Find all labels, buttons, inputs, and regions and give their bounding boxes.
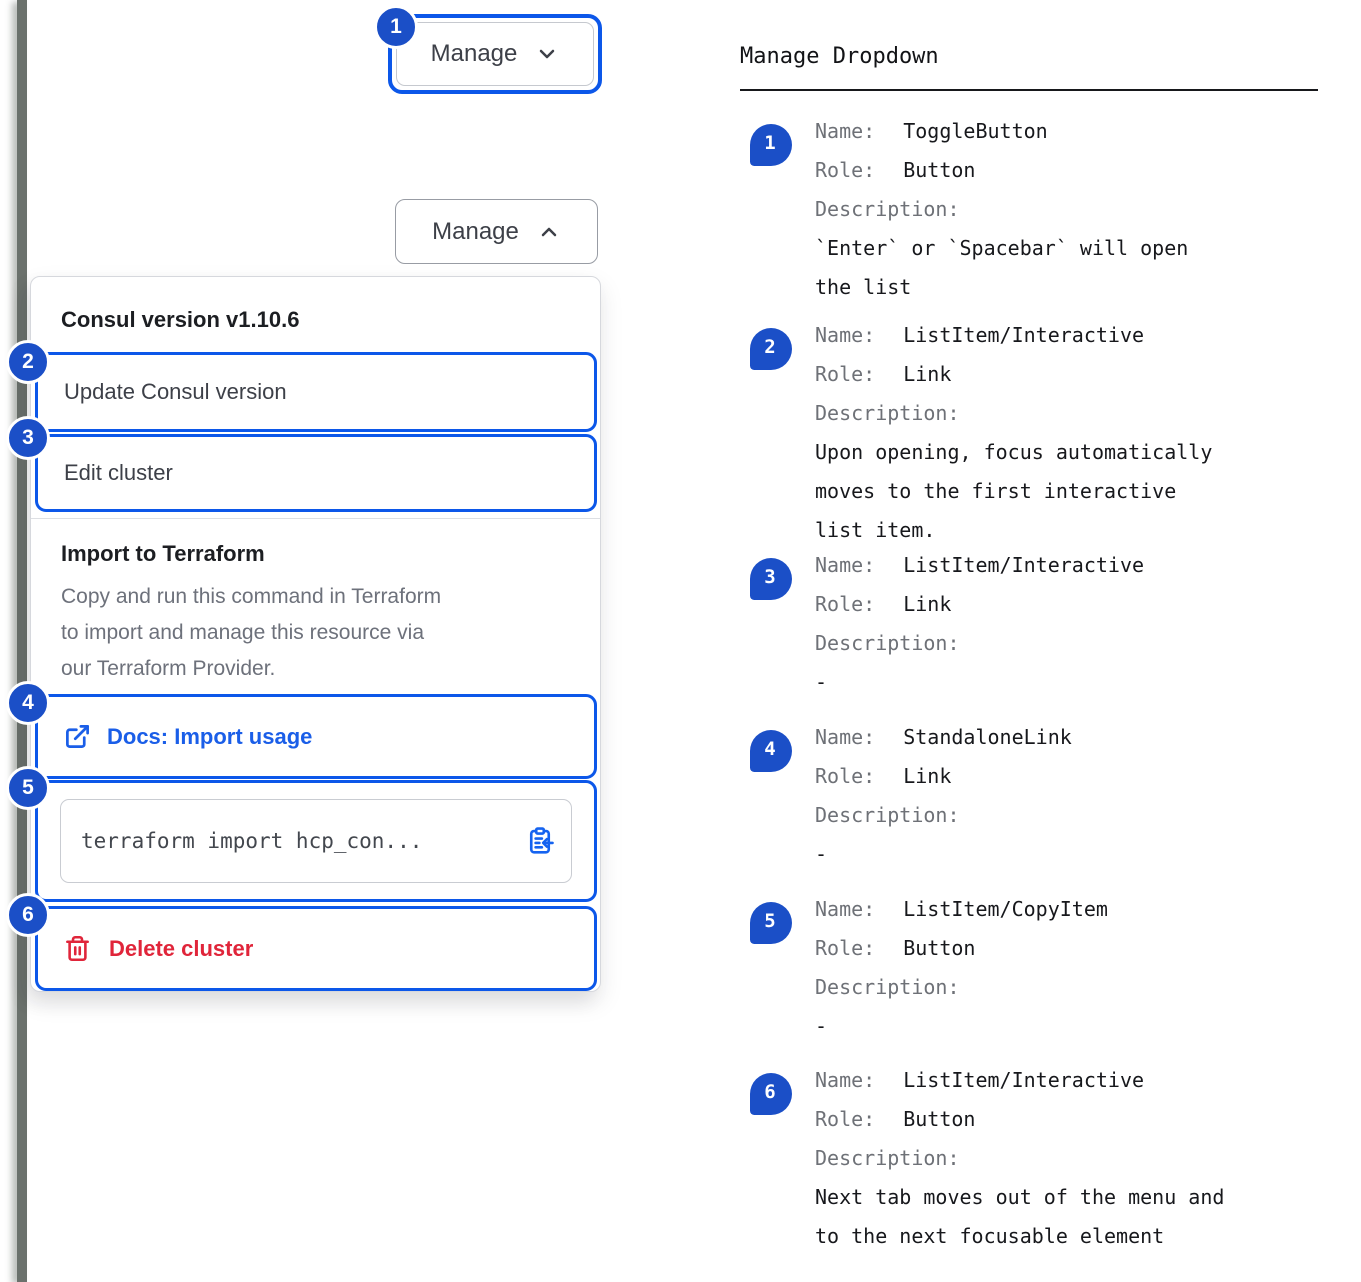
update-consul-version-label: Update Consul version bbox=[64, 379, 287, 404]
name-label: Name: bbox=[815, 119, 876, 143]
name-value: ToggleButton bbox=[903, 119, 1048, 143]
marker-badge-1: 1 bbox=[374, 5, 418, 49]
import-to-terraform-description: Copy and run this command in Terraform t… bbox=[61, 585, 442, 680]
annotation-item-3: 3 Name: ListItem/Interactive Role: Link De… bbox=[750, 546, 1144, 702]
name-value: ListItem/CopyItem bbox=[903, 897, 1108, 921]
delete-cluster-label: Delete cluster bbox=[109, 935, 254, 961]
menu-divider bbox=[31, 518, 600, 519]
menu-item-copy-command: terraform import hcp_con... bbox=[35, 780, 597, 902]
manage-dropdown-panel: Consul version v1.10.6 Update Consul ver… bbox=[30, 276, 601, 992]
name-value: ListItem/Interactive bbox=[903, 553, 1145, 577]
description-label: Description: bbox=[815, 803, 960, 827]
description-value: `Enter` or `Spacebar` will open the list bbox=[815, 236, 1189, 299]
consul-version-header: Consul version v1.10.6 bbox=[61, 307, 300, 332]
annotation-pin-badge-4: 4 bbox=[750, 730, 792, 772]
role-value: Link bbox=[903, 764, 952, 788]
marker-badge-2: 2 bbox=[6, 340, 50, 384]
marker-badge-6: 6 bbox=[6, 893, 50, 937]
role-label: Role: bbox=[815, 158, 876, 182]
menu-item-docs-import-usage[interactable]: Docs: Import usage bbox=[35, 694, 597, 779]
import-to-terraform-title: Import to Terraform bbox=[61, 541, 265, 566]
terraform-command-field[interactable]: terraform import hcp_con... bbox=[60, 799, 572, 883]
manage-button-focus-ring: Manage bbox=[388, 14, 602, 94]
annotation-item-6: 6 Name:ListItem/Interactive Role:Button … bbox=[750, 1061, 1224, 1256]
marker-badge-3: 3 bbox=[6, 416, 50, 460]
edit-cluster-label: Edit cluster bbox=[64, 460, 173, 485]
role-label: Role: bbox=[815, 362, 876, 386]
manage-toggle-button-open[interactable]: Manage bbox=[395, 199, 598, 264]
role-label: Role: bbox=[815, 764, 876, 788]
menu-item-delete-cluster[interactable]: Delete cluster bbox=[35, 906, 597, 991]
menu-item-edit-cluster[interactable]: Edit cluster bbox=[35, 434, 597, 512]
chevron-up-icon bbox=[541, 227, 557, 236]
name-label: Name: bbox=[815, 725, 876, 749]
docs-import-usage-link[interactable]: Docs: Import usage bbox=[64, 723, 312, 750]
role-label: Role: bbox=[815, 936, 876, 960]
role-label: Role: bbox=[815, 592, 876, 616]
annotation-item-5: 5 Name: ListItem/CopyItem Role: Button Des… bbox=[750, 890, 1108, 1046]
name-label: Name: bbox=[815, 1068, 876, 1092]
external-link-icon bbox=[66, 725, 89, 748]
manage-button-open-label: Manage bbox=[432, 217, 519, 245]
name-label: Name: bbox=[815, 323, 876, 347]
role-label: Role: bbox=[815, 1107, 876, 1131]
name-value: ListItem/Interactive bbox=[903, 323, 1145, 347]
description-value: - bbox=[815, 1014, 828, 1038]
annotation-pin-badge-5: 5 bbox=[750, 902, 792, 944]
name-label: Name: bbox=[815, 897, 876, 921]
name-value: StandaloneLink bbox=[903, 725, 1072, 749]
role-value: Link bbox=[903, 592, 952, 616]
marker-badge-5: 5 bbox=[6, 766, 50, 810]
description-label: Description: bbox=[815, 197, 960, 221]
annotation-item-4: 4 Name: StandaloneLink Role: Link Descript… bbox=[750, 718, 1072, 874]
description-value: Upon opening, focus automatically moves … bbox=[815, 440, 1213, 542]
copy-command-button[interactable] bbox=[525, 826, 555, 856]
docs-import-usage-label: Docs: Import usage bbox=[107, 723, 313, 749]
chevron-down-icon bbox=[540, 49, 555, 59]
annotation-pin-badge-2: 2 bbox=[750, 328, 792, 370]
page-edge-artifact bbox=[17, 0, 27, 1282]
description-label: Description: bbox=[815, 401, 960, 425]
annotations-title: Manage Dropdown bbox=[740, 44, 939, 69]
clipboard-copy-icon bbox=[529, 827, 554, 854]
description-label: Description: bbox=[815, 631, 960, 655]
role-value: Button bbox=[903, 158, 976, 182]
annotation-pin-badge-1: 1 bbox=[750, 124, 792, 166]
role-value: Link bbox=[903, 362, 952, 386]
marker-badge-4: 4 bbox=[6, 681, 50, 725]
menu-item-update-consul-version[interactable]: Update Consul version bbox=[35, 352, 597, 432]
description-label: Description: bbox=[815, 975, 960, 999]
name-label: Name: bbox=[815, 553, 876, 577]
annotation-item-1: 1 Name: ToggleButton Role: Button Descript… bbox=[750, 112, 1188, 307]
manage-button-label: Manage bbox=[430, 40, 518, 67]
role-value: Button bbox=[903, 936, 976, 960]
description-value: - bbox=[815, 670, 828, 694]
manage-toggle-button[interactable]: Manage bbox=[396, 22, 594, 86]
trash-icon bbox=[66, 935, 89, 962]
annotations-title-rule bbox=[740, 89, 1318, 91]
delete-cluster-action[interactable]: Delete cluster bbox=[64, 935, 253, 962]
name-value: ListItem/Interactive bbox=[903, 1068, 1145, 1092]
description-label: Description: bbox=[815, 1146, 960, 1170]
role-value: Button bbox=[903, 1107, 976, 1131]
terraform-command-text: terraform import hcp_con... bbox=[81, 829, 423, 853]
annotation-pin-badge-3: 3 bbox=[750, 558, 792, 600]
annotation-pin-badge-6: 6 bbox=[750, 1073, 792, 1115]
description-value: Next tab moves out of the menu and to th… bbox=[815, 1185, 1225, 1248]
annotation-item-2: 2 Name: ListItem/Interactive Role: Link De… bbox=[750, 316, 1212, 550]
description-value: - bbox=[815, 842, 828, 866]
